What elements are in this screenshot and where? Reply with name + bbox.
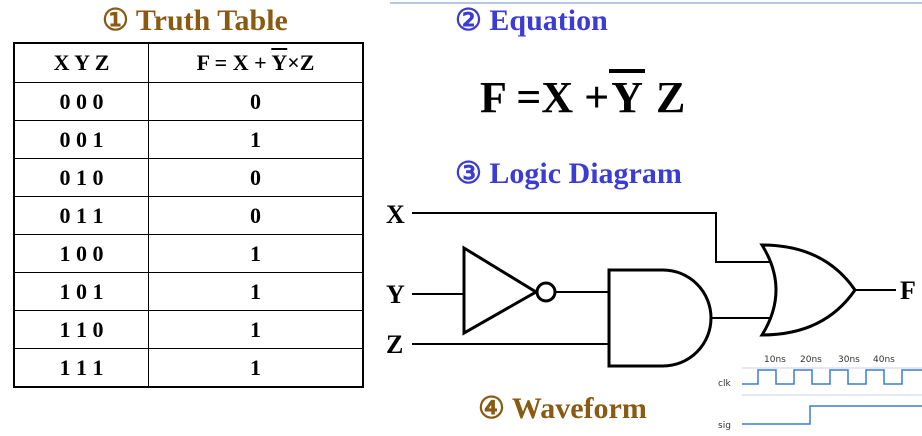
eq-z: Z [655,73,686,122]
input-y-label: Y [386,280,405,309]
eq-x: X [541,73,574,122]
cell-f: 1 [148,120,364,159]
wire-x [412,212,772,263]
output-f-label: F [900,276,916,305]
waveform-preview: 10ns 20ns 30ns 40ns clk sig [718,355,922,431]
cell-f: 1 [148,348,364,388]
eq-plus: + [584,73,610,122]
and-gate [607,268,713,368]
time-label: 40ns [873,355,895,365]
cell-xyz: 1 0 1 [13,272,149,311]
boolean-equation: F =X +Y Z [480,69,686,123]
time-label: 30ns [838,355,860,365]
cell-xyz: 1 1 1 [13,348,149,388]
not-gate [462,245,557,336]
logic-diagram-title: ③ Logic Diagram [455,157,682,190]
cell-f: 1 [148,234,364,273]
sig-signal-label: sig [718,421,731,431]
cell-f: 1 [148,310,364,349]
truth-table-title: ① Truth Table [102,4,288,37]
waveform-title: ④ Waveform [478,392,647,425]
eq-y-bar: Y [609,69,645,122]
wires [412,212,896,345]
cell-f: 0 [148,158,364,197]
equation-title: ② Equation [455,4,608,37]
cell-xyz: 1 0 0 [13,234,149,273]
eq-lhs: F [480,73,506,122]
sig-waveform [742,405,922,425]
clk-signal-label: clk [718,379,731,389]
top-rule [390,2,922,4]
cell-xyz: 0 1 0 [13,158,149,197]
cell-xyz: 0 1 1 [13,196,149,235]
cell-xyz: 1 1 0 [13,310,149,349]
clk-waveform [742,369,922,385]
or-gate [759,243,857,337]
input-z-label: Z [386,330,403,359]
inverter-bubble [535,281,557,303]
time-label: 20ns [800,355,822,365]
header-xyz: X Y Z [13,42,149,83]
eq-equals: = [516,73,542,122]
time-label: 10ns [764,355,786,365]
cell-xyz: 0 0 0 [13,82,149,121]
cell-f: 1 [148,272,364,311]
input-x-label: X [386,200,405,229]
